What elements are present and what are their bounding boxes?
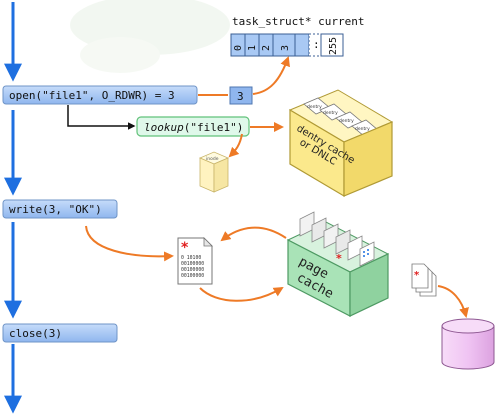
lookup-args: ("file1") [184, 121, 244, 134]
fd-result-box: 3 [229, 86, 253, 105]
flushed-pages: * [411, 263, 437, 297]
fd-slot-2-label: 2 [261, 45, 272, 51]
open-to-lookup-arrow [67, 105, 136, 130]
pages-to-disk-arrow [437, 285, 469, 318]
disk-icon [441, 318, 495, 370]
page-cache-pages: * [299, 211, 375, 267]
background-watermark [70, 0, 230, 73]
svg-text:dentry: dentry [355, 126, 370, 132]
fd-slot-4 [294, 33, 310, 57]
fd-slot-gap [308, 33, 322, 57]
buffer-bits-3: 00100000 [181, 267, 204, 273]
svg-text:lookup("file1"): lookup("file1") [144, 121, 243, 134]
write-to-buffer-arrow [85, 225, 174, 262]
svg-text:dentry: dentry [323, 110, 338, 116]
buffer-bits-1: 0 10100 [181, 255, 201, 261]
dentry-to-inode-arrow [228, 133, 243, 158]
cache-to-buffer-arrow [220, 226, 287, 242]
inode-cube: inode [198, 151, 230, 193]
buffer-star: * [181, 240, 189, 256]
open-call-label: open("file1", O_RDWR) = 3 [9, 89, 175, 102]
user-buffer-document: * 0 10100 00100000 00100000 00100000 [177, 237, 213, 285]
svg-text:dentry: dentry [307, 104, 322, 110]
fd-slot-ellipsis: : [313, 38, 320, 51]
svg-text:dentry: dentry [339, 118, 354, 124]
close-call-label: close(3) [9, 327, 62, 340]
fd-to-slot-arrow [252, 56, 290, 95]
flushed-page-star: * [414, 270, 420, 281]
fd-slot-3-label: 3 [280, 45, 291, 51]
fd-slot-1-label: 1 [247, 45, 258, 51]
lookup-box: lookup("file1") [136, 116, 250, 137]
fd-slot-0-label: 0 [233, 45, 244, 51]
task-struct-title: task_struct* current [232, 15, 364, 28]
fd-slot-255-label: 255 [328, 37, 339, 55]
buffer-to-cache-arrow [199, 286, 284, 302]
page-cache-box: * page cache [286, 211, 390, 317]
fd-table: 0 1 2 3 : 255 [230, 33, 344, 57]
fd-slot-255 [320, 33, 344, 57]
write-call-label: write(3, "OK") [9, 203, 102, 216]
dentry-cache-box: dentry dentry dentry dentry dentry cache… [288, 89, 394, 198]
inode-label: inode [206, 156, 219, 162]
open-call-box: open("file1", O_RDWR) = 3 [2, 85, 198, 105]
buffer-bits-4: 00100000 [181, 273, 204, 279]
close-call-box: close(3) [2, 323, 118, 343]
buffer-bits-2: 00100000 [181, 261, 204, 267]
lookup-function-name: lookup [144, 121, 184, 134]
page-cache-star: * [336, 252, 342, 265]
write-call-box: write(3, "OK") [2, 199, 118, 219]
fd-result-value: 3 [237, 90, 244, 103]
